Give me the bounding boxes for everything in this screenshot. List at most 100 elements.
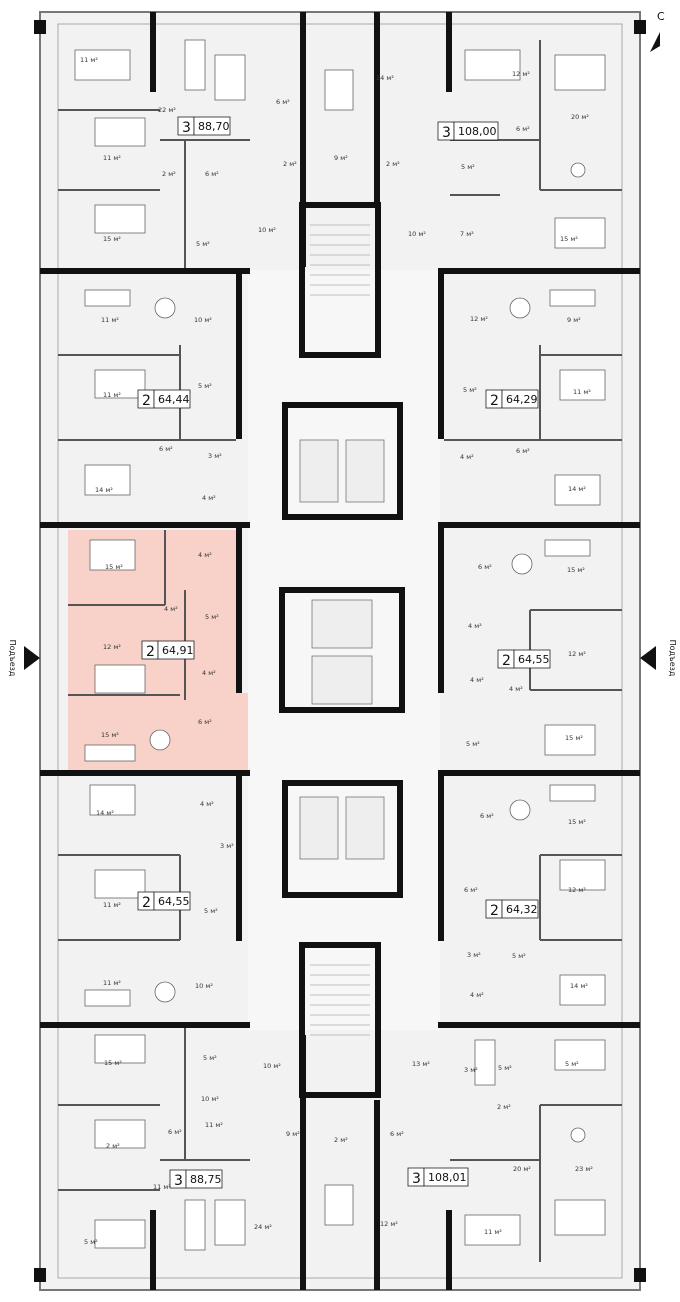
bed xyxy=(94,869,146,899)
table xyxy=(324,1184,354,1226)
room-area-label: 22 м² xyxy=(158,106,176,114)
room-area-label: 11 м² xyxy=(103,391,121,399)
table xyxy=(509,799,531,821)
bed xyxy=(559,369,606,401)
room-area-label: 10 м² xyxy=(194,316,212,324)
core xyxy=(279,202,405,1098)
room-area-label: 4 м² xyxy=(509,685,523,693)
room-area-label: 14 м² xyxy=(96,809,114,817)
apartment-area: 108,01 xyxy=(428,1171,467,1184)
bed xyxy=(554,217,606,249)
bed xyxy=(544,724,596,756)
compass-label: С xyxy=(657,10,665,23)
room-area-label: 13 м² xyxy=(412,1060,430,1068)
room-area-label: 6 м² xyxy=(276,98,290,106)
room-area-label: 5 м² xyxy=(205,613,219,621)
room-area-label: 5 м² xyxy=(565,1060,579,1068)
room-area-label: 15 м² xyxy=(565,734,583,742)
room-area-label: 15 м² xyxy=(568,818,586,826)
room-area-label: 11 м² xyxy=(103,154,121,162)
room-area-label: 4 м² xyxy=(468,622,482,630)
room-area-label: 11 м² xyxy=(573,388,591,396)
room-area-label: 15 м² xyxy=(101,731,119,739)
room-area-label: 15 м² xyxy=(560,235,578,243)
elevator-shaft xyxy=(279,587,405,713)
room-area-label: 12 м² xyxy=(103,643,121,651)
apartment-area: 64,55 xyxy=(158,895,190,908)
bed xyxy=(94,1034,146,1064)
apartment-area: 88,70 xyxy=(198,120,230,133)
room-area-label: 4 м² xyxy=(198,551,212,559)
bed xyxy=(464,49,521,81)
table xyxy=(214,54,246,101)
corridor xyxy=(248,270,440,1030)
apartment-area: 108,00 xyxy=(458,125,497,138)
room-area-label: 5 м² xyxy=(204,907,218,915)
room-area-label: 5 м² xyxy=(196,240,210,248)
entrance-right-label: Подъезд xyxy=(668,640,677,677)
apartment-badge[interactable]: 3 108,01 xyxy=(407,1167,469,1187)
room-area-label: 12 м² xyxy=(470,315,488,323)
room-area-label: 24 м² xyxy=(376,74,394,82)
room-area-label: 6 м² xyxy=(159,445,173,453)
apartment-area: 64,55 xyxy=(518,653,550,666)
apartment-area: 64,91 xyxy=(162,644,194,657)
bed xyxy=(559,859,606,891)
staircase-bottom xyxy=(299,942,381,1098)
bed xyxy=(89,784,136,816)
room-area-label: 12 м² xyxy=(568,650,586,658)
room-area-label: 11 м² xyxy=(484,1228,502,1236)
apartment-rooms: 2 xyxy=(142,895,151,911)
room-area-label: 11 м² xyxy=(153,1183,171,1191)
apartment-rooms: 2 xyxy=(142,393,151,409)
room-area-label: 6 м² xyxy=(168,1128,182,1136)
room-area-label: 6 м² xyxy=(205,170,219,178)
entrance-right: Подъезд xyxy=(640,640,677,677)
room-area-label: 4 м² xyxy=(164,605,178,613)
room-area-label: 11 м² xyxy=(205,1121,223,1129)
apartment-rooms: 3 xyxy=(412,1171,421,1187)
bed xyxy=(554,54,606,91)
apartment-area: 64,29 xyxy=(506,393,538,406)
room-area-label: 20 м² xyxy=(513,1165,531,1173)
sofa xyxy=(84,744,136,762)
sofa xyxy=(549,784,596,802)
table xyxy=(570,162,586,178)
room-area-label: 4 м² xyxy=(470,676,484,684)
bed xyxy=(74,49,131,81)
room-area-label: 3 м² xyxy=(467,951,481,959)
room-area-label: 6 м² xyxy=(464,886,478,894)
room-labels: 11 м² 22 м² 11 м² 2 м² 6 м² 15 м² 5 м² 6 м² 2 м²… xyxy=(80,56,593,1246)
north-arrow-icon xyxy=(650,32,660,52)
bed xyxy=(464,1214,521,1246)
room-area-label: 5 м² xyxy=(198,382,212,390)
bed xyxy=(94,117,146,147)
apartment-rooms: 2 xyxy=(490,903,499,919)
room-area-label: 2 м² xyxy=(334,1136,348,1144)
room-area-label: 6 м² xyxy=(390,1130,404,1138)
bed xyxy=(94,369,146,399)
room-area-label: 14 м² xyxy=(568,485,586,493)
room-area-label: 4 м² xyxy=(202,669,216,677)
entrance-left-label: Подъезд xyxy=(8,640,17,677)
room-area-label: 2 м² xyxy=(283,160,297,168)
room-area-label: 11 м² xyxy=(101,316,119,324)
room-area-label: 9 м² xyxy=(567,316,581,324)
bed xyxy=(554,474,601,506)
room-area-label: 3 м² xyxy=(220,842,234,850)
table xyxy=(509,297,531,319)
bed xyxy=(559,974,606,1006)
sofa xyxy=(549,289,596,307)
room-area-label: 10 м² xyxy=(195,982,213,990)
table xyxy=(511,553,533,575)
room-area-label: 11 м² xyxy=(103,979,121,987)
